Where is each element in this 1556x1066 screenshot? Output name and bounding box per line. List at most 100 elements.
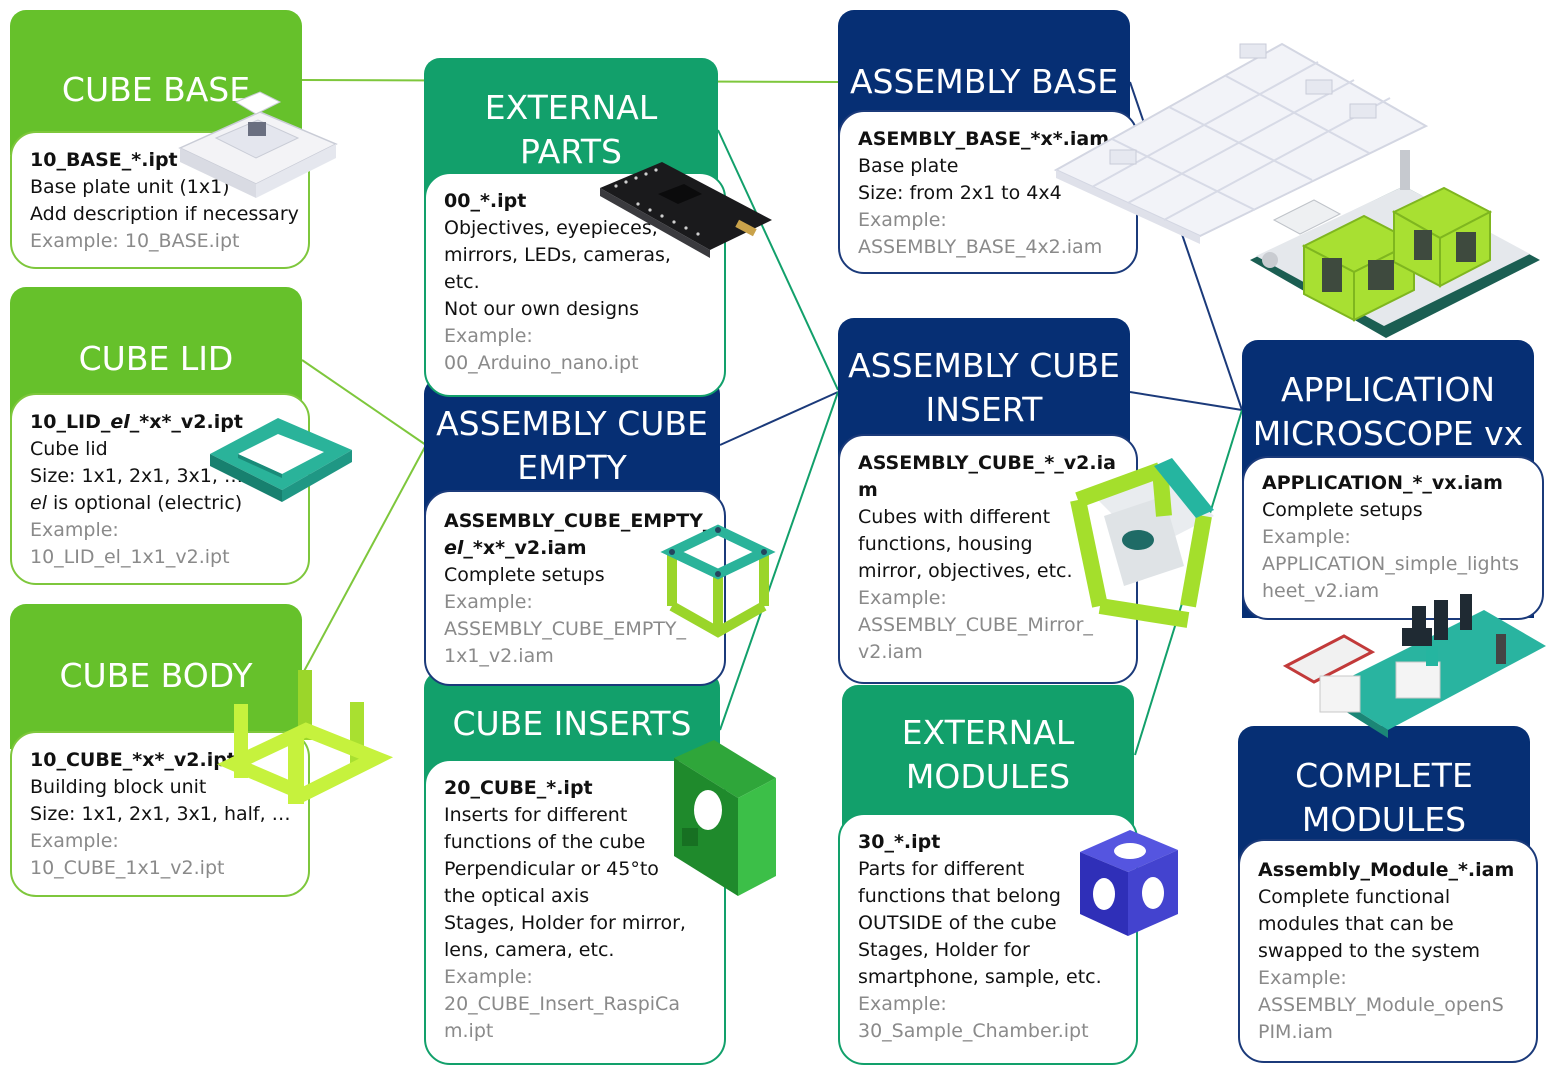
arduino-nano-icon: [600, 162, 772, 258]
cube-insert-icon: [674, 740, 776, 896]
assembly-cube-empty-example-value-1: ASSEMBLY_CUBE_EMPTY_: [444, 618, 686, 640]
cube-lid-filename-part-1: 10_LID_: [30, 411, 111, 433]
external-modules-title-1: EXTERNAL: [901, 713, 1075, 752]
assembly-cube-empty-title-2: EMPTY: [517, 448, 627, 487]
cube-body-card: 10_CUBE_*x*_v2.ipt Building block unit S…: [10, 731, 310, 897]
cube-body-header: CUBE BODY: [10, 604, 302, 749]
assembly-cube-insert-example-label: Example:: [858, 587, 947, 609]
external-parts-desc-1: Objectives, eyepieces,: [444, 217, 658, 239]
application-microscope-desc-1: Complete setups: [1262, 499, 1423, 521]
complete-modules-example-value-2: PIM.iam: [1258, 1021, 1333, 1043]
assembly-cube-empty-filename-2: el_*x*_v2.iam: [444, 535, 706, 562]
external-modules-filename: 30_*.ipt: [858, 831, 941, 853]
assembly-base-example-value: ASSEMBLY_BASE_4x2.iam: [858, 236, 1103, 258]
external-modules-desc-2: functions that belong: [858, 885, 1061, 907]
application-microscope-example-label: Example:: [1262, 526, 1351, 548]
cube-lid-filename-part-2: el: [110, 411, 130, 433]
complete-modules-example-label: Example:: [1258, 967, 1347, 989]
assembly-base-title: ASSEMBLY BASE: [849, 62, 1119, 101]
cube-inserts-example-value-1: 20_CUBE_Insert_RaspiCa: [444, 993, 680, 1015]
assembly-base-filename: ASEMBLY_BASE_*x*.iam: [858, 128, 1109, 150]
cube-body-example-label: Example:: [30, 830, 119, 852]
complete-modules-card: Assembly_Module_*.iam Complete functiona…: [1238, 839, 1538, 1063]
assembly-base-example-label: Example:: [858, 209, 947, 231]
cube-inserts-example-value-2: m.ipt: [444, 1020, 494, 1042]
cube-body-example-value: 10_CUBE_1x1_v2.ipt: [30, 857, 225, 879]
mirror-cube-icon: [1070, 458, 1214, 628]
cube-base-filename: 10_BASE_*.ipt: [30, 149, 178, 171]
cube-lid-desc-3: el is optional (electric): [30, 490, 290, 517]
cube-lid-example-value: 10_LID_el_1x1_v2.ipt: [30, 546, 230, 568]
external-modules-desc-3: OUTSIDE of the cube: [858, 912, 1057, 934]
cube-frame-icon: [660, 524, 776, 638]
external-parts-desc-3: etc.: [444, 271, 480, 293]
assembly-cube-insert-filename-2: m: [858, 479, 878, 501]
application-microscope-card: APPLICATION_*_vx.iam Complete setups Exa…: [1242, 456, 1544, 620]
assembly-cube-empty-filename-rest: _*x*_v2.iam: [463, 537, 587, 559]
external-parts-filename: 00_*.ipt: [444, 190, 527, 212]
microscope-assembly-icon: [1250, 150, 1540, 338]
cube-base-title: CUBE BASE: [61, 70, 251, 109]
external-parts-desc-2: mirrors, LEDs, cameras,: [444, 244, 671, 266]
application-microscope-example-value-1: APPLICATION_simple_lights: [1262, 553, 1519, 575]
cube-lid-desc-2: Size: 1x1, 2x1, 3x1, …: [30, 465, 243, 487]
application-microscope-filename: APPLICATION_*_vx.iam: [1262, 472, 1503, 494]
application-microscope-title-2: MICROSCOPE vx: [1252, 414, 1524, 453]
assembly-cube-insert-desc-1: Cubes with different: [858, 506, 1051, 528]
assembly-cube-empty-el-word: el: [444, 537, 464, 559]
connector-parts-to-cube-insert: [717, 129, 839, 391]
application-microscope-example-value-2: heet_v2.iam: [1262, 580, 1380, 602]
complete-modules-title-2: MODULES: [1301, 800, 1467, 839]
external-modules-example-label: Example:: [858, 993, 947, 1015]
cube-body-desc-1: Building block unit: [30, 776, 207, 798]
assembly-cube-empty-filename-1: ASSEMBLY_CUBE_EMPTY_: [444, 510, 713, 532]
external-modules-desc-5: smartphone, sample, etc.: [858, 966, 1102, 988]
external-modules-desc-4: Stages, Holder for: [858, 939, 1030, 961]
cube-lid-desc-1: Cube lid: [30, 438, 108, 460]
cube-body-icon: [216, 670, 394, 804]
cube-lid-title: CUBE LID: [78, 339, 234, 378]
connector-inserts-to-cube-insert: [719, 391, 839, 731]
cube-inserts-desc-6: lens, camera, etc.: [444, 939, 615, 961]
connector-cube-insert-to-application: [1129, 391, 1243, 411]
cube-lid-filename-part-3: _*x*_v2.ipt: [129, 411, 243, 433]
assembly-cube-insert-example-value-1: ASSEMBLY_CUBE_Mirror_: [858, 614, 1093, 636]
complete-modules-example-value-1: ASSEMBLY_Module_openS: [1258, 994, 1504, 1016]
external-parts-example-value: 00_Arduino_nano.ipt: [444, 352, 639, 374]
connector-empty-to-cube-insert: [719, 391, 839, 446]
cube-base-desc-1: Base plate unit (1x1): [30, 176, 230, 198]
cube-lid-el-word: el: [30, 492, 47, 514]
complete-modules-desc-2: modules that can be: [1258, 913, 1454, 935]
lightsheet-module-icon: [1282, 594, 1546, 738]
connector-body-to-empty: [301, 444, 427, 676]
cube-inserts-desc-3: Perpendicular or 45°to: [444, 858, 659, 880]
cube-lid-card: 10_LID_el_*x*_v2.ipt Cube lid Size: 1x1,…: [10, 393, 310, 585]
assembly-cube-insert-example-value-2: v2.iam: [858, 641, 923, 663]
cube-lid-el-text: is optional (electric): [46, 492, 243, 514]
cube-inserts-example-label: Example:: [444, 966, 533, 988]
cube-body-title: CUBE BODY: [59, 656, 253, 695]
lid-frame-icon: [210, 418, 352, 502]
cube-lid-example-label: Example:: [30, 519, 119, 541]
connector-lid-to-empty: [301, 359, 427, 446]
assembly-cube-insert-filename-1: ASSEMBLY_CUBE_*_v2.ia: [858, 452, 1116, 474]
cube-base-desc-2: Add description if necessary: [30, 203, 299, 225]
external-modules-desc-1: Parts for different: [858, 858, 1025, 880]
cube-inserts-desc-1: Inserts for different: [444, 804, 628, 826]
cube-lid-filename: 10_LID_el_*x*_v2.ipt: [30, 409, 290, 436]
cube-base-example: Example: 10_BASE.ipt: [30, 230, 240, 252]
external-parts-example-label: Example:: [444, 325, 533, 347]
external-parts-title-1: EXTERNAL: [484, 88, 658, 127]
external-parts-desc-4: Not our own designs: [444, 298, 640, 320]
cube-inserts-title: CUBE INSERTS: [452, 704, 692, 743]
application-microscope-title-1: APPLICATION: [1280, 370, 1496, 409]
assembly-cube-empty-example-value-2: 1x1_v2.iam: [444, 645, 554, 667]
assembly-cube-insert-desc-3: mirror, objectives, etc.: [858, 560, 1073, 582]
cube-inserts-desc-5: Stages, Holder for mirror,: [444, 912, 686, 934]
cube-body-filename: 10_CUBE_*x*_v2.ipt: [30, 749, 236, 771]
assembly-cube-insert-title-2: INSERT: [925, 390, 1043, 429]
cube-body-desc-2: Size: 1x1, 2x1, 3x1, half, …: [30, 803, 291, 825]
complete-modules-filename: Assembly_Module_*.iam: [1258, 859, 1515, 881]
complete-modules-desc-3: swapped to the system: [1258, 940, 1481, 962]
complete-modules-desc-1: Complete functional: [1258, 886, 1451, 908]
